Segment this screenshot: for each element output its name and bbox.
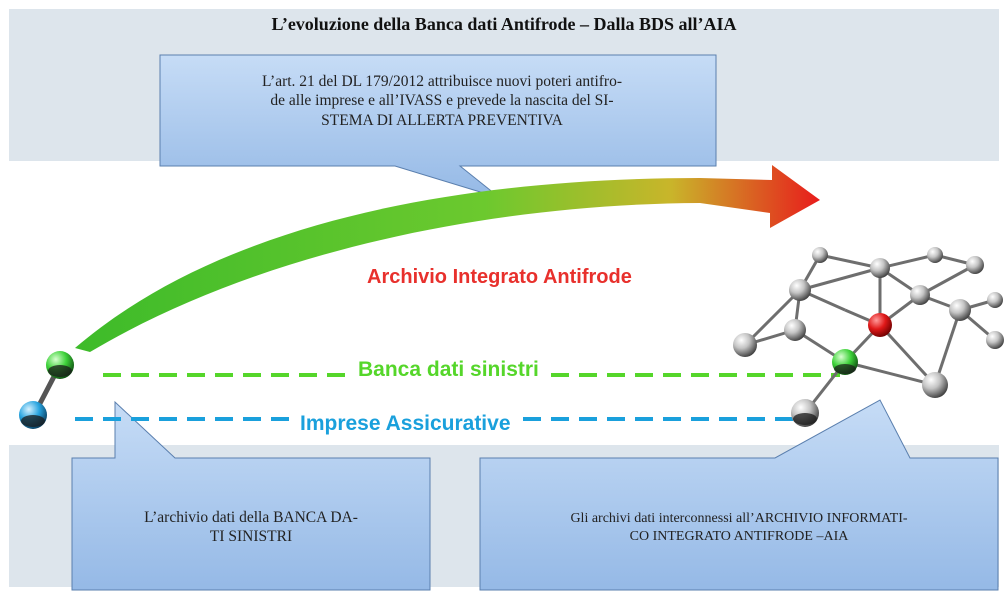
top-callout-text: L’art. 21 del DL 179/2012 attribuisce nu…	[172, 72, 712, 130]
bottom-left-callout-text: L’archivio dati della BANCA DA- TI SINIS…	[80, 508, 422, 547]
evolution-arrow	[75, 165, 820, 352]
bottom-left-callout-bubble	[71, 400, 431, 591]
bottom-left-callout-line: TI SINISTRI	[209, 528, 293, 546]
bottom-right-callout-line: Gli archivi dati interconnessi all’ARCHI…	[570, 511, 908, 526]
bds-label: Banca dati sinistri	[352, 358, 545, 382]
imprese-label: Imprese Assicurative	[294, 412, 517, 436]
top-callout-line: L’art. 21 del DL 179/2012 attribuisce nu…	[261, 73, 622, 90]
bottom-left-callout-line: L’archivio dati della BANCA DA-	[144, 509, 358, 526]
aia-node-icon	[868, 313, 892, 337]
bottom-right-callout-text: Gli archivi dati interconnessi all’ARCHI…	[486, 510, 992, 545]
top-callout-bubble	[159, 54, 717, 199]
aia-label: Archivio Integrato Antifrode	[367, 266, 632, 288]
network-icon	[743, 253, 996, 414]
network-nodes	[733, 247, 1004, 427]
top-callout-line: de alle imprese e all’IVASS e prevede la…	[270, 92, 614, 110]
top-callout-line: STEMA DI ALLERTA PREVENTIVA	[321, 111, 563, 129]
bottom-right-callout-line: CO INTEGRATO ANTIFRODE –AIA	[629, 528, 849, 544]
left-nodes	[19, 351, 74, 429]
slide-title: L’evoluzione della Banca dati Antifrode …	[271, 14, 737, 34]
bottom-right-callout-bubble	[479, 399, 999, 591]
